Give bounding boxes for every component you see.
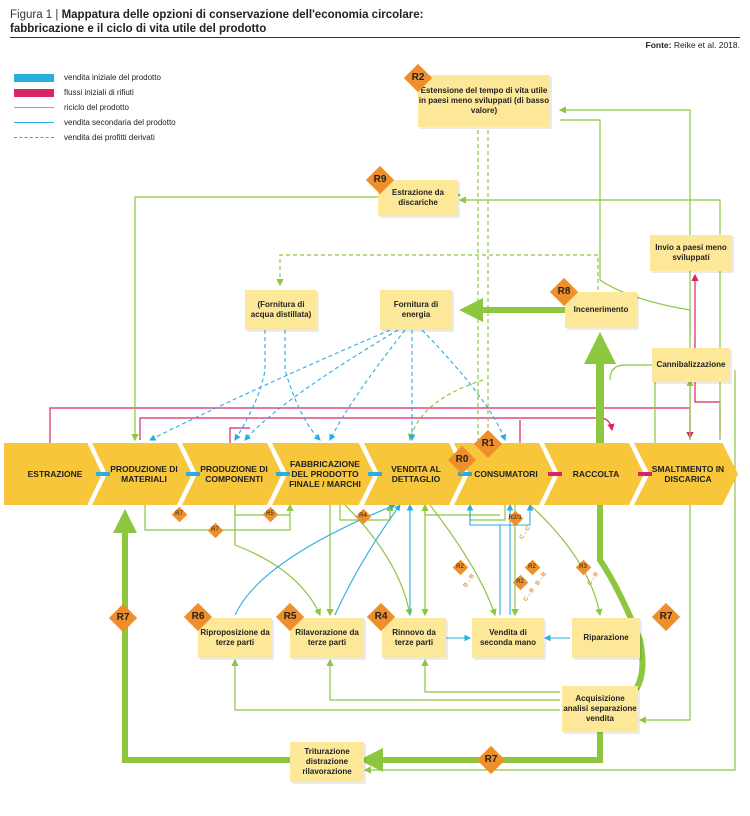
chain-label: VENDITA AL DETTAGLIO: [391, 464, 441, 484]
legend-label: riciclo del prodotto: [64, 103, 129, 112]
box-estensione: Estensione del tempo di vita utile in pa…: [418, 75, 550, 127]
box-label: Acquisizione analisi separazione vendita: [563, 694, 637, 723]
box-label: (Fornitura di acqua distillata): [250, 300, 312, 319]
legend-item: vendita iniziale del prodotto: [14, 70, 176, 85]
legend-item: flussi iniziali di rifiuti: [14, 85, 176, 100]
legend-label: flussi iniziali di rifiuti: [64, 88, 134, 97]
title-line2: fabbricazione e il ciclo di vita utile d…: [10, 23, 267, 35]
legend-item: vendita secondaria del prodotto: [14, 115, 176, 130]
r7-right-label: R7: [659, 611, 673, 622]
box-riparazione: Riparazione: [572, 618, 640, 658]
legend-item: vendita dei profitti derivati: [14, 130, 176, 145]
r7-left-label: R7: [116, 612, 130, 623]
box-label: Incenerimento: [573, 305, 629, 314]
box-fornitura-acqua: (Fornitura di acqua distillata): [245, 290, 317, 330]
small-r2a-label: R2: [456, 564, 464, 570]
figure-label: Figura 1 |: [10, 9, 59, 21]
box-label: Cannibalizzazione: [656, 360, 726, 369]
box-label: Estensione del tempo di vita utile in pa…: [418, 86, 550, 115]
r1-label: R1: [481, 438, 495, 449]
chain-smaltimento: SMALTIMENTO IN DISCARICA: [634, 443, 738, 505]
figure-title: Figura 1 | Mappatura delle opzioni di co…: [10, 8, 740, 36]
chain-estrazione: ESTRAZIONE: [4, 443, 102, 505]
r0-label: R0: [455, 454, 469, 465]
title-divider: [10, 37, 740, 38]
small-r5-label: R5: [266, 511, 274, 517]
chain-produzione-componenti: PRODUZIONE DI COMPONENTI: [182, 443, 282, 505]
small-r2b-label: R2: [528, 564, 536, 570]
box-label: Fornitura di energia: [393, 300, 439, 319]
box-label: Rilavorazione da terze parti: [295, 628, 359, 647]
legend-swatch: [14, 107, 54, 108]
chain-label: CONSUMATORI: [474, 469, 538, 479]
box-label: Invio a paesi meno sviluppati: [655, 243, 727, 262]
legend-swatch: [14, 73, 54, 82]
small-r23-label: R2/3: [508, 515, 522, 521]
chain-label: PRODUZIONE DI MATERIALI: [110, 464, 178, 484]
r8-label: R8: [557, 286, 571, 297]
r4-label: R4: [374, 611, 388, 622]
chain-label: RACCOLTA: [572, 469, 620, 479]
legend-swatch: [14, 88, 54, 97]
box-fornitura-energia: Fornitura di energia: [380, 290, 452, 330]
source-note: Fonte: Reike et al. 2018.: [646, 40, 741, 50]
chain-label: SMALTIMENTO IN DISCARICA: [651, 464, 725, 484]
box-estrazione-discariche: Estrazione da discariche: [378, 180, 458, 216]
box-triturazione: Triturazione distrazione rilavorazione: [290, 742, 364, 782]
r9-label: R9: [373, 174, 387, 185]
r2-label: R2: [411, 72, 425, 83]
small-r2c-label: R2: [516, 579, 524, 585]
small-r3-label: R3: [579, 564, 587, 570]
box-rilavorazione: Rilavorazione da terze parti: [290, 618, 364, 658]
legend-swatch: [14, 122, 54, 123]
small-r4-label: R4: [359, 513, 367, 519]
source-label: Fonte:: [645, 40, 672, 50]
legend-label: vendita dei profitti derivati: [64, 133, 155, 142]
legend-label: vendita iniziale del prodotto: [64, 73, 161, 82]
box-invio-paesi: Invio a paesi meno sviluppati: [650, 235, 732, 271]
box-label: Estrazione da discariche: [391, 188, 444, 207]
box-incenerimento: Incenerimento: [565, 292, 637, 328]
source-text: Reike et al. 2018.: [673, 40, 740, 50]
legend: vendita iniziale del prodotto flussi ini…: [14, 70, 176, 145]
chain-label: FABBRICAZIONE DEL PRODOTTO FINALE / MARC…: [289, 459, 361, 489]
box-label: Riparazione: [583, 633, 629, 642]
box-label: Triturazione distrazione rilavorazione: [302, 747, 352, 776]
r5-label: R5: [283, 611, 297, 622]
box-cannibalizzazione: Cannibalizzazione: [652, 348, 730, 382]
title-line1: Mappatura delle opzioni di conservazione…: [61, 9, 424, 21]
box-acquisizione: Acquisizione analisi separazione vendita: [562, 686, 638, 732]
chain-label: PRODUZIONE DI COMPONENTI: [200, 464, 268, 484]
box-riproposizione: Riproposizione da terze parti: [198, 618, 272, 658]
chain-label: ESTRAZIONE: [27, 469, 83, 479]
legend-item: riciclo del prodotto: [14, 100, 176, 115]
r7-bottom-label: R7: [484, 754, 498, 765]
legend-label: vendita secondaria del prodotto: [64, 118, 176, 127]
small-r7-label: R7: [175, 511, 183, 517]
box-label: Riproposizione da terze parti: [200, 628, 270, 647]
box-seconda-mano: Vendita di seconda mano: [472, 618, 544, 658]
legend-swatch: [14, 137, 54, 138]
box-label: Vendita di seconda mano: [479, 628, 536, 647]
box-rinnovo: Rinnovo da terze parti: [382, 618, 446, 658]
r6-label: R6: [191, 611, 205, 622]
box-label: Rinnovo da terze parti: [392, 628, 436, 647]
small-r7b-label: R7: [211, 527, 219, 533]
